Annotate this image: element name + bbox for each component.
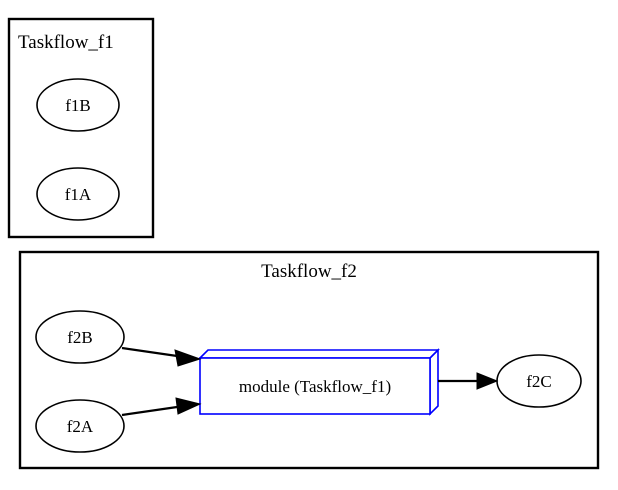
cluster-taskflow-f1[interactable]: Taskflow_f1 f1B f1A bbox=[7, 17, 155, 239]
node-f1A[interactable]: f1A bbox=[36, 167, 120, 221]
box3d-right-face bbox=[429, 348, 439, 416]
edge-f2B-to-module[interactable] bbox=[121, 346, 202, 367]
node-f2A-label: f2A bbox=[67, 417, 94, 436]
node-f1B-ellipse bbox=[36, 78, 120, 132]
node-f1B-label: f1B bbox=[65, 96, 91, 115]
node-f1B[interactable]: f1B bbox=[36, 78, 120, 132]
node-f2A-ellipse bbox=[35, 399, 125, 453]
node-f2C-label: f2C bbox=[526, 372, 552, 391]
edge-f2A-to-module[interactable] bbox=[121, 397, 202, 417]
edge-f2B-to-module-line bbox=[121, 346, 185, 359]
cluster-taskflow-f2-label: Taskflow_f2 bbox=[261, 261, 357, 282]
edge-f2A-to-module-arrowhead bbox=[175, 397, 202, 415]
node-f2B-ellipse bbox=[35, 310, 125, 364]
node-f2B-label: f2B bbox=[67, 328, 93, 347]
cluster-taskflow-f2-border bbox=[18, 250, 600, 470]
node-module-taskflow-f1-label: module (Taskflow_f1) bbox=[239, 377, 391, 396]
edge-module-to-f2C[interactable] bbox=[438, 372, 499, 390]
node-f2B[interactable]: f2B bbox=[35, 310, 125, 364]
edge-module-to-f2C-arrowhead bbox=[476, 372, 499, 390]
node-f1A-ellipse bbox=[36, 167, 120, 221]
cluster-taskflow-f1-label: Taskflow_f1 bbox=[18, 32, 114, 53]
box3d-front-face bbox=[199, 357, 431, 415]
node-f2C[interactable]: f2C bbox=[496, 354, 582, 408]
cluster-taskflow-f2[interactable]: Taskflow_f2 f2B f2A module (Taskflow_f1) bbox=[18, 250, 600, 470]
cluster-taskflow-f1-border bbox=[7, 17, 155, 239]
node-module-taskflow-f1[interactable]: module (Taskflow_f1) bbox=[198, 348, 440, 416]
node-f2A[interactable]: f2A bbox=[35, 399, 125, 453]
box3d-top-face bbox=[198, 349, 440, 359]
edge-f2A-to-module-line bbox=[121, 404, 185, 417]
node-f1A-label: f1A bbox=[65, 185, 92, 204]
edge-f2B-to-module-arrowhead bbox=[174, 349, 202, 367]
